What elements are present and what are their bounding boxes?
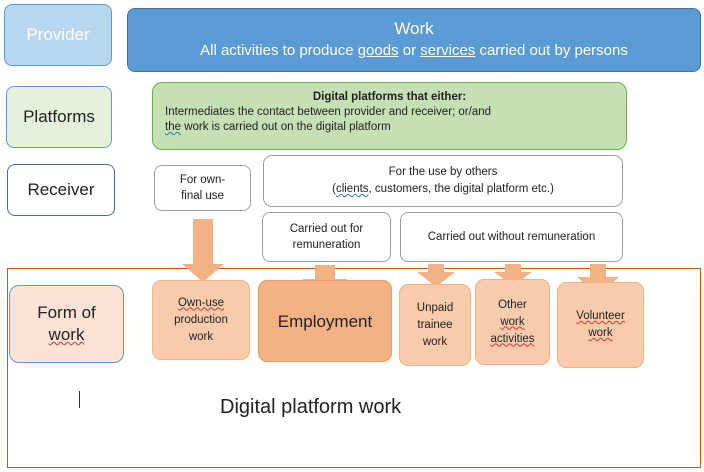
- no-remuneration-box: Carried out without remuneration: [400, 212, 623, 262]
- form-of-work-line2: work: [48, 325, 85, 344]
- arrow-volunteer: [577, 264, 619, 296]
- use-by-others-rest: , customers, the digital platform etc.): [368, 183, 554, 195]
- digital-platform-work-frame: [7, 268, 701, 468]
- work-box: Work All activities to produce goods or …: [127, 8, 701, 72]
- remuneration-line1: Carried out for: [289, 223, 364, 235]
- own-use-production-work-box: Own-use production work: [152, 280, 250, 360]
- employment-text: Employment: [277, 311, 373, 331]
- own-final-use-box: For own- final use: [154, 165, 251, 211]
- own-use-line3: work: [188, 330, 214, 343]
- volunteer-work-box: Volunteer work: [557, 282, 644, 368]
- text-cursor: [79, 391, 80, 408]
- provider-label: Provider: [4, 4, 112, 66]
- arrow-own-use: [182, 219, 224, 282]
- unpaid-trainee-work-box: Unpaid trainee work: [399, 284, 471, 366]
- other-work-activities-box: Other work activities: [475, 279, 550, 365]
- use-by-others-open: (: [332, 183, 336, 195]
- digital-platforms-line1: Intermediates the contact between provid…: [165, 106, 492, 118]
- form-of-work-label: Form of work: [9, 285, 124, 363]
- no-remuneration-text: Carried out without remuneration: [427, 231, 596, 243]
- work-title: Work: [394, 19, 434, 38]
- digital-platform-work-title: Digital platform work: [220, 396, 402, 418]
- remuneration-line2: remuneration: [292, 239, 361, 251]
- digital-platforms-line2-the: the: [165, 121, 181, 133]
- digital-platforms-title: Digital platforms that either:: [312, 91, 467, 103]
- unpaid-line2: trainee: [417, 318, 453, 331]
- digital-platforms-line2-rest: work is carried out on the digital platf…: [181, 121, 391, 133]
- unpaid-line3: work: [422, 335, 448, 348]
- work-desc-suffix: carried out by persons: [475, 42, 628, 59]
- work-description: All activities to produce goods or servi…: [200, 40, 628, 62]
- other-line1: Other: [498, 298, 527, 311]
- work-desc-mid: or: [398, 42, 421, 59]
- remuneration-box: Carried out for remuneration: [262, 212, 391, 262]
- use-by-others-clients: clients: [335, 183, 369, 195]
- employment-box: Employment: [258, 280, 392, 362]
- work-desc-prefix: All activities to produce: [200, 42, 358, 59]
- arrow-other: [494, 264, 532, 286]
- arrow-unpaid: [417, 264, 455, 287]
- work-desc-services: services: [420, 42, 476, 59]
- provider-label-text: Provider: [26, 25, 90, 44]
- digital-platforms-line2: the work is carried out on the digital p…: [165, 120, 614, 135]
- digital-platforms-box: Digital platforms that either: Intermedi…: [152, 82, 627, 150]
- platforms-label: Platforms: [6, 86, 112, 148]
- form-of-work-line1: Form of: [37, 303, 96, 322]
- platforms-label-text: Platforms: [23, 107, 95, 126]
- other-line3: activities: [490, 332, 535, 345]
- own-use-line2: production: [174, 313, 228, 326]
- volunteer-line2: work: [588, 327, 613, 339]
- use-by-others-line1: For the use by others: [388, 166, 498, 178]
- own-final-line2: final use: [181, 190, 224, 202]
- other-line2: work: [500, 315, 525, 328]
- use-by-others-line2: (clients, customers, the digital platfor…: [332, 181, 554, 198]
- receiver-label-text: Receiver: [27, 180, 95, 199]
- own-final-line1: For own-: [179, 174, 226, 186]
- receiver-label: Receiver: [7, 164, 115, 216]
- volunteer-line1: Volunteer: [576, 310, 625, 322]
- unpaid-line1: Unpaid: [416, 301, 454, 314]
- own-use-line1: Own-use: [177, 296, 225, 309]
- use-by-others-box: For the use by others (clients, customer…: [263, 155, 623, 207]
- work-desc-goods: goods: [357, 42, 399, 59]
